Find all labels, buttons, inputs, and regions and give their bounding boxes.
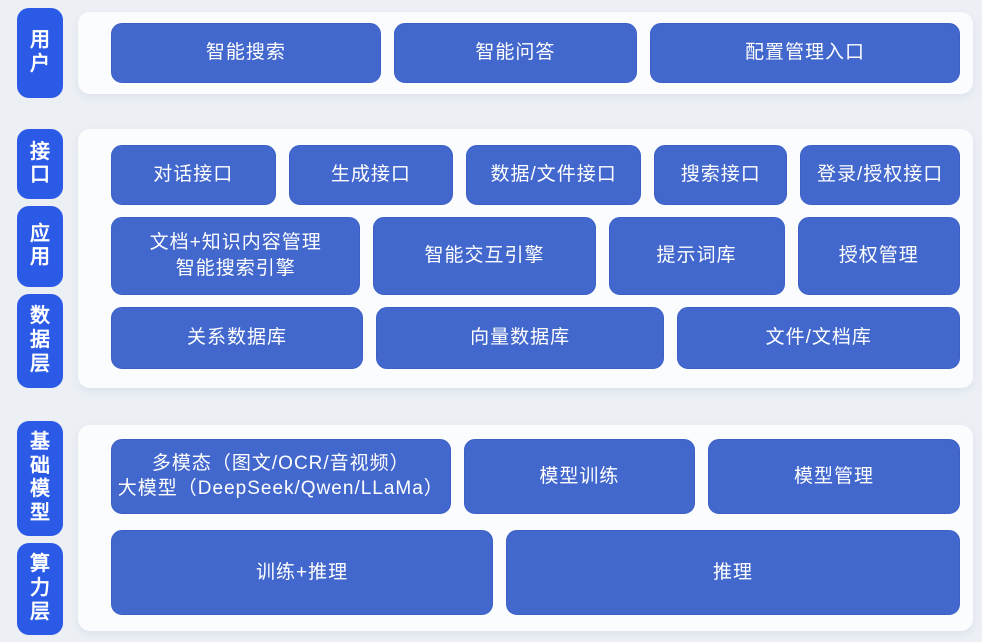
block-smart-qa: 智能问答 <box>393 23 638 83</box>
block-row-interfaces: 对话接口 生成接口 数据/文件接口 搜索接口 登录/授权接口 <box>111 145 960 205</box>
layer-label-compute-layer: 算力层 <box>17 542 63 635</box>
block-label: 登录/授权接口 <box>816 164 944 186</box>
section-model-compute-layers: 基础模型 算力层 多模态（图文/OCR/音视频） 大模型（DeepSeek/Qw… <box>17 421 973 635</box>
block-training-inference: 训练+推理 <box>111 529 494 615</box>
layer-label-user: 用户 <box>17 8 63 98</box>
block-label: 搜索接口 <box>680 164 761 186</box>
block-label: 数据/文件接口 <box>490 164 617 186</box>
block-row-applications: 文档+知识内容管理 智能搜索引擎 智能交互引擎 提示词库 授权管理 <box>111 217 961 295</box>
block-config-management-entry: 配置管理入口 <box>650 23 960 83</box>
layer-label-text: 基础模型 <box>30 431 50 524</box>
block-label: 关系数据库 <box>186 327 287 349</box>
block-generation-api: 生成接口 <box>288 145 454 205</box>
block-label: 模型训练 <box>539 465 620 487</box>
block-row: 智能搜索 智能问答 配置管理入口 <box>111 23 960 83</box>
middle-layer-labels: 接口 应用 数据层 <box>17 129 63 388</box>
layer-label-text: 用户 <box>30 29 50 75</box>
block-inference: 推理 <box>506 529 960 615</box>
block-model-management: 模型管理 <box>708 439 960 514</box>
layer-label-text: 接口 <box>30 140 50 187</box>
block-dialog-api: 对话接口 <box>111 145 276 205</box>
block-smart-search: 智能搜索 <box>111 23 381 83</box>
block-label: 推理 <box>713 561 754 583</box>
block-smart-interaction-engine: 智能交互引擎 <box>373 217 596 295</box>
block-prompt-library: 提示词库 <box>608 217 785 295</box>
block-vector-database: 向量数据库 <box>375 307 665 369</box>
panel-middle-layers: 对话接口 生成接口 数据/文件接口 搜索接口 登录/授权接口 文档+知识内容管理… <box>78 129 973 388</box>
block-row-compute: 训练+推理 推理 <box>111 529 960 615</box>
block-row-models: 多模态（图文/OCR/音视频） 大模型（DeepSeek/Qwen/LLaMa）… <box>111 439 960 514</box>
model-compute-labels: 基础模型 算力层 <box>17 421 63 635</box>
block-label: 授权管理 <box>838 245 919 267</box>
section-middle-layers: 接口 应用 数据层 对话接口 生成接口 数据/文件接口 搜 <box>17 129 973 388</box>
panel-model-compute-layers: 多模态（图文/OCR/音视频） 大模型（DeepSeek/Qwen/LLaMa）… <box>78 425 973 631</box>
block-multimodal-large-model: 多模态（图文/OCR/音视频） 大模型（DeepSeek/Qwen/LLaMa） <box>111 439 451 514</box>
block-label: 训练+推理 <box>255 561 349 583</box>
layer-label-api: 接口 <box>17 129 63 200</box>
block-label: 智能搜索 <box>205 42 286 64</box>
block-relational-database: 关系数据库 <box>111 307 363 369</box>
layer-label-text: 应用 <box>30 222 50 269</box>
block-label: 对话接口 <box>153 164 234 186</box>
block-login-auth-api: 登录/授权接口 <box>800 145 960 205</box>
layer-label-text: 数据层 <box>30 305 50 375</box>
block-label: 配置管理入口 <box>745 42 866 64</box>
block-label: 模型管理 <box>794 465 875 487</box>
layer-label-application: 应用 <box>17 206 63 287</box>
block-file-document-store: 文件/文档库 <box>677 307 960 369</box>
block-data-file-api: 数据/文件接口 <box>466 145 642 205</box>
block-label: 提示词库 <box>656 245 737 267</box>
block-label: 多模态（图文/OCR/音视频） 大模型（DeepSeek/Qwen/LLaMa） <box>117 452 444 500</box>
layer-label-foundation-model: 基础模型 <box>17 421 63 536</box>
block-row-data-stores: 关系数据库 向量数据库 文件/文档库 <box>111 307 960 369</box>
layer-label-text: 算力层 <box>30 553 50 623</box>
panel-user-layer: 智能搜索 智能问答 配置管理入口 <box>78 12 973 94</box>
section-user-layer: 用户 智能搜索 智能问答 配置管理入口 <box>17 8 973 98</box>
user-layer-labels: 用户 <box>17 8 63 98</box>
block-label: 生成接口 <box>330 164 411 186</box>
block-search-api: 搜索接口 <box>654 145 788 205</box>
block-authorization-management: 授权管理 <box>797 217 961 295</box>
block-label: 文件/文档库 <box>765 327 872 349</box>
block-label: 文档+知识内容管理 智能搜索引擎 <box>149 232 322 279</box>
block-model-training: 模型训练 <box>463 439 696 514</box>
layer-label-data-layer: 数据层 <box>17 293 63 388</box>
block-label: 向量数据库 <box>470 327 571 349</box>
block-doc-knowledge-search-engine: 文档+知识内容管理 智能搜索引擎 <box>111 217 361 295</box>
block-label: 智能交互引擎 <box>424 245 545 267</box>
block-label: 智能问答 <box>475 42 556 64</box>
